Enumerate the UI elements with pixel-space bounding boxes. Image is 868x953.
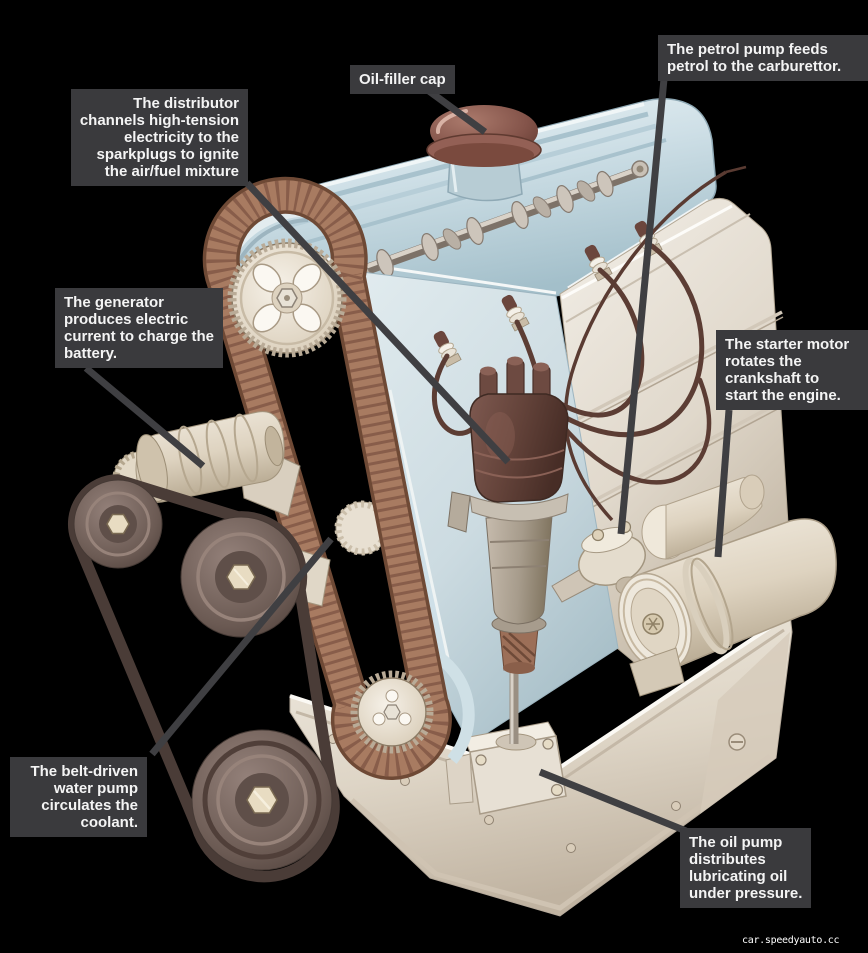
callout-generator: The generator produces electric current …: [55, 288, 224, 368]
callout-oil-pump: The oil pump distributes lubricating oil…: [680, 828, 812, 908]
oil-pump: [445, 721, 567, 815]
pointer-distributor: [244, 180, 511, 465]
camshaft-sprocket: [227, 238, 347, 358]
pointer-oil-filler-cap: [426, 88, 488, 135]
pointer-generator: [83, 365, 206, 469]
distributor: [447, 356, 569, 744]
callout-oil-filler-cap: Oil-filler cap: [350, 65, 455, 94]
pointer-petrol-pump: [617, 78, 668, 535]
fuel-line: [563, 165, 747, 522]
callout-water-pump: The belt-driven water pump circulates th…: [10, 757, 147, 837]
timing-belt-drive: [202, 176, 475, 781]
pointer-oil-pump: [538, 768, 688, 835]
callout-petrol-pump: The petrol pump feeds petrol to the carb…: [658, 35, 868, 81]
crankshaft-pulley: [191, 729, 333, 871]
generator-pulley: [73, 479, 163, 569]
crankshaft-gear: [350, 670, 434, 754]
pointer-water-pump: [149, 536, 334, 757]
pointer-lines: [83, 78, 733, 835]
callout-starter-motor: The starter motor rotates the crankshaft…: [716, 330, 868, 410]
watermark: car.speedyauto.cc: [742, 935, 840, 946]
timing-belt: [202, 176, 452, 781]
starter-motor: [618, 474, 837, 697]
water-pump-pulley: [180, 516, 302, 638]
callout-distributor: The distributor channels high-tension el…: [70, 89, 248, 186]
oil-filler-cap: [426, 105, 542, 202]
pointer-starter-motor: [714, 409, 733, 558]
